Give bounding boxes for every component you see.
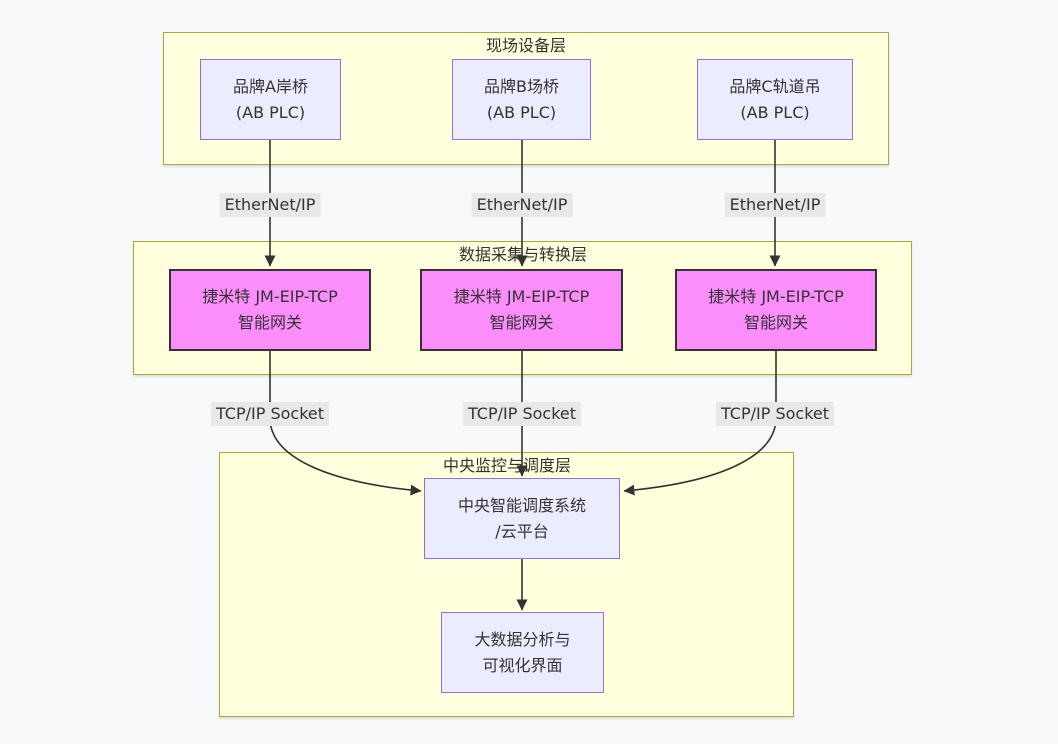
edge-label-tcp-ip-socket-2: TCP/IP Socket <box>462 402 582 426</box>
edge-label-ethernet-ip-3: EtherNet/IP <box>724 193 826 217</box>
edge-label-ethernet-ip-1: EtherNet/IP <box>219 193 321 217</box>
node-label-line1: 品牌C轨道吊 <box>729 76 821 96</box>
node-label-line2: (AB PLC) <box>235 102 306 122</box>
node-central-dispatch-system: 中央智能调度系统 /云平台 <box>424 478 620 559</box>
node-label-line2: (AB PLC) <box>740 102 810 122</box>
node-brand-c-rail-crane: 品牌C轨道吊 (AB PLC) <box>697 59 853 140</box>
node-label-line1: 捷米特 JM-EIP-TCP <box>202 287 338 306</box>
node-label-line2: 可视化界面 <box>482 655 563 675</box>
node-label-line1: 捷米特 JM-EIP-TCP <box>708 287 844 306</box>
edge-label-tcp-ip-socket-3: TCP/IP Socket <box>715 402 835 426</box>
node-gateway-3: 捷米特 JM-EIP-TCP 智能网关 <box>675 269 877 351</box>
edge-label-tcp-ip-socket-1: TCP/IP Socket <box>210 402 330 426</box>
node-label-line2: (AB PLC) <box>486 102 557 122</box>
node-label-line2: /云平台 <box>495 521 549 541</box>
node-label-line1: 品牌A岸桥 <box>233 76 308 96</box>
node-bigdata-visualization: 大数据分析与 可视化界面 <box>441 612 604 693</box>
node-label-line2: 智能网关 <box>743 313 808 332</box>
node-label-line2: 智能网关 <box>489 313 554 332</box>
node-gateway-1: 捷米特 JM-EIP-TCP 智能网关 <box>169 269 371 351</box>
node-brand-b-yard-crane: 品牌B场桥 (AB PLC) <box>452 59 591 140</box>
node-brand-a-quay-crane: 品牌A岸桥 (AB PLC) <box>200 59 341 140</box>
cluster-title-central-monitoring-layer: 中央监控与调度层 <box>442 456 572 475</box>
node-label-line1: 品牌B场桥 <box>484 76 559 96</box>
node-label-line1: 中央智能调度系统 <box>457 495 586 515</box>
node-gateway-2: 捷米特 JM-EIP-TCP 智能网关 <box>420 269 623 351</box>
edge-label-ethernet-ip-2: EtherNet/IP <box>471 193 573 217</box>
cluster-title-field-device-layer: 现场设备层 <box>485 36 567 55</box>
cluster-title-data-acquisition-layer: 数据采集与转换层 <box>458 245 588 264</box>
node-label-line2: 智能网关 <box>237 313 302 332</box>
node-label-line1: 大数据分析与 <box>474 629 571 649</box>
node-label-line1: 捷米特 JM-EIP-TCP <box>453 287 590 306</box>
